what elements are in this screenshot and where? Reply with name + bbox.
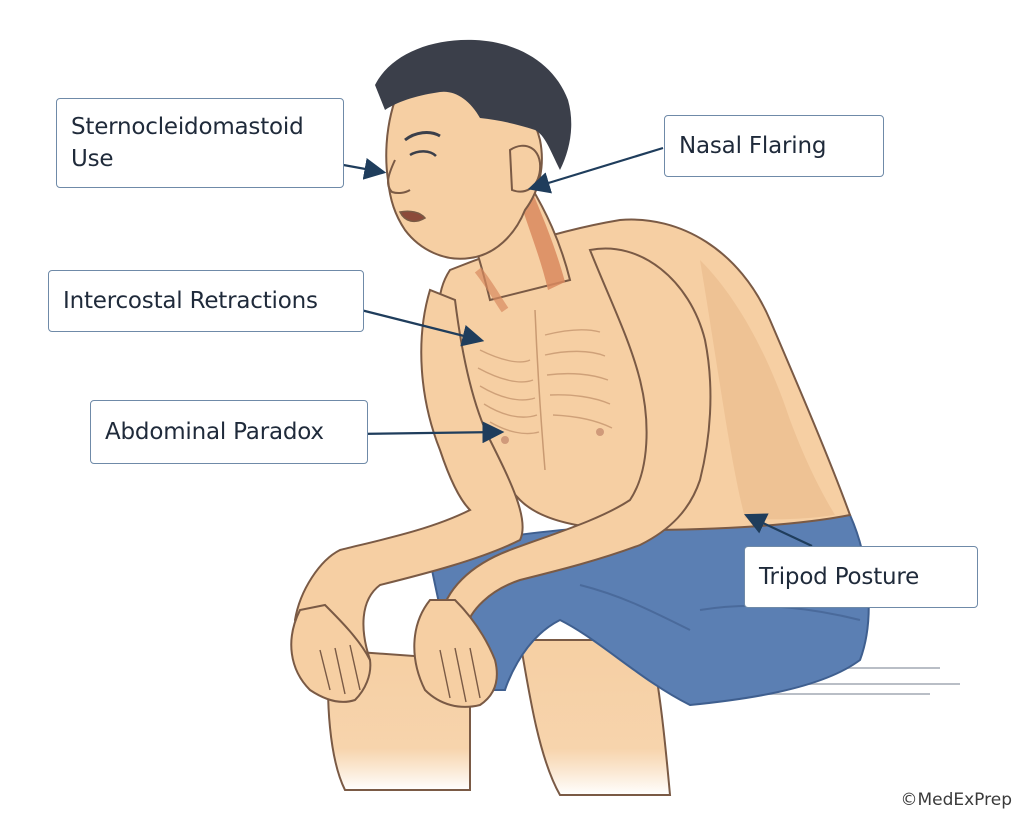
sternocleidomastoid-muscle (515, 182, 565, 290)
right-arm (413, 247, 712, 708)
label-nasal-flaring: Nasal Flaring (664, 115, 884, 177)
arrow-tripod (744, 513, 813, 547)
left-arm (290, 288, 524, 703)
annotation-arrows (315, 146, 813, 547)
hair (375, 39, 572, 170)
head (375, 39, 572, 260)
label-sternocleidomastoid: Sternocleidomastoid Use (56, 98, 344, 188)
arrow-nasal-flaring (527, 146, 664, 194)
copyright-notice: ©MedExPrep (900, 790, 1012, 810)
label-tripod-posture: Tripod Posture (744, 546, 978, 608)
arrow-abdominal (352, 421, 505, 444)
label-abdominal-paradox: Abdominal Paradox (90, 400, 368, 464)
label-intercostal-retractions: Intercostal Retractions (48, 270, 364, 332)
arrow-intercostal (344, 304, 485, 347)
